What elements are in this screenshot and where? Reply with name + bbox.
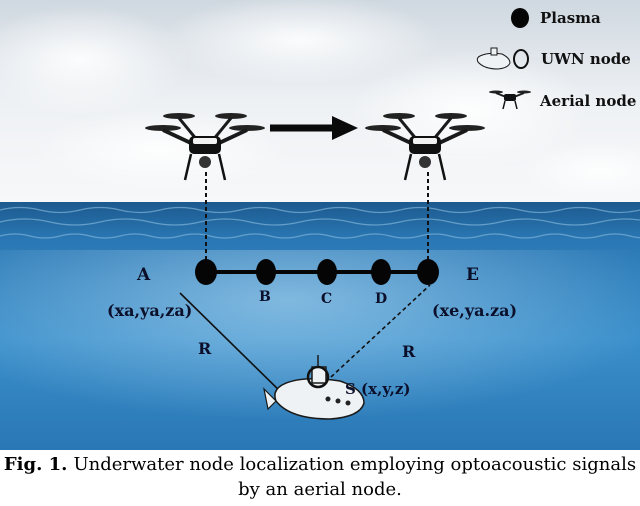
diagram-canvas: A B C D E (xa,ya,za) (xe,ya.za) R R S (x… bbox=[0, 0, 640, 450]
plasma-node-b bbox=[256, 259, 276, 285]
plasma-node-d bbox=[371, 259, 391, 285]
legend-plasma-label: Plasma bbox=[540, 9, 601, 27]
plasma-node-a bbox=[195, 259, 217, 285]
drone-icon-right bbox=[365, 113, 485, 181]
caption-label: Fig. 1. bbox=[3, 454, 68, 475]
caption-text: Underwater node localization employing o… bbox=[73, 454, 637, 500]
legend-uwn-circle-icon bbox=[513, 49, 529, 69]
label-range-left: R bbox=[198, 339, 212, 358]
label-node-b: B bbox=[259, 289, 271, 305]
legend-submarine-icon bbox=[476, 47, 511, 70]
legend-aerial-label: Aerial node bbox=[539, 92, 636, 110]
label-node-d: D bbox=[375, 291, 387, 307]
drone-icon-left bbox=[145, 113, 265, 181]
legend-uwn-label: UWN node bbox=[541, 50, 631, 68]
range-line-right bbox=[330, 284, 431, 378]
legend: Plasma UWN node Aerial node bbox=[476, 8, 636, 110]
submarine-icon bbox=[263, 355, 365, 420]
label-node-e: E bbox=[466, 265, 479, 285]
plasma-node-e bbox=[417, 259, 439, 285]
range-line-left bbox=[179, 292, 290, 401]
legend-plasma-icon bbox=[511, 8, 529, 28]
legend-drone-icon bbox=[489, 90, 531, 110]
diagram-figure: A B C D E (xa,ya,za) (xe,ya.za) R R S (x… bbox=[0, 0, 640, 450]
sea-surface-waves bbox=[0, 206, 640, 239]
clouds bbox=[0, 0, 640, 200]
label-node-c: C bbox=[321, 291, 332, 307]
label-coords-e: (xe,ya.za) bbox=[432, 301, 517, 320]
label-coords-a: (xa,ya,za) bbox=[107, 301, 192, 320]
label-range-right: R bbox=[402, 342, 416, 361]
plasma-node-c bbox=[317, 259, 337, 285]
figure-caption: Fig. 1.Underwater node localization empl… bbox=[0, 452, 640, 506]
label-source-s: S (x,y,z) bbox=[345, 380, 410, 398]
motion-arrow bbox=[270, 116, 358, 140]
label-node-a: A bbox=[136, 265, 151, 285]
